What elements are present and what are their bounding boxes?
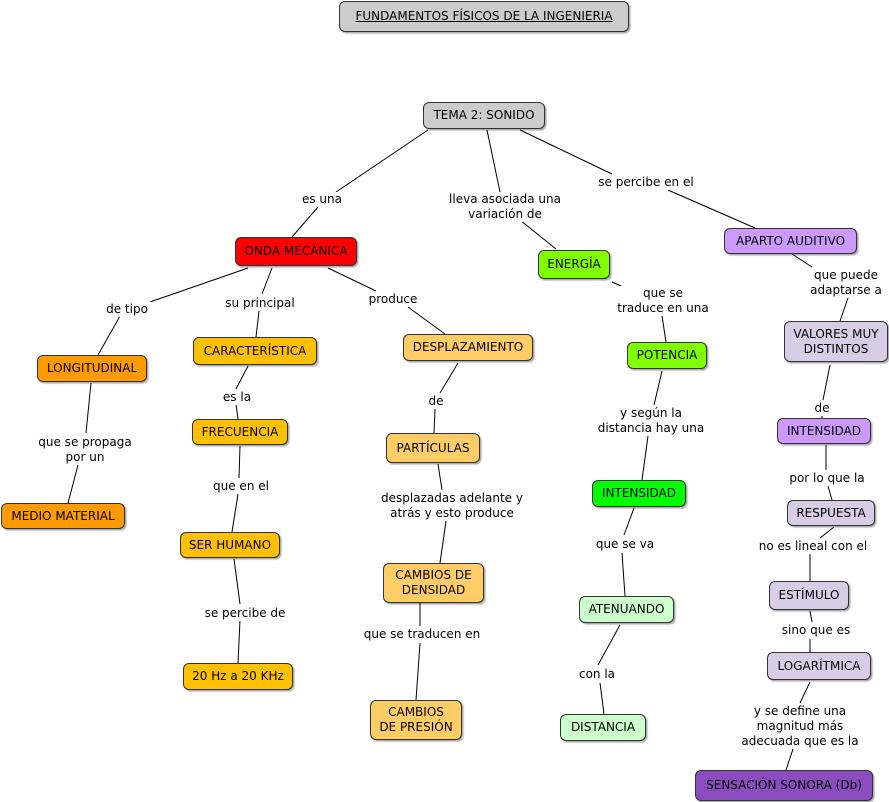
edge bbox=[822, 364, 831, 401]
edge bbox=[415, 642, 421, 701]
link-sino-que: sino que es bbox=[776, 623, 856, 638]
node-medio-material[interactable]: MEDIO MATERIAL bbox=[1, 503, 125, 529]
node-logaritmica[interactable]: LOGARÍTMICA bbox=[767, 652, 871, 680]
node-respuesta[interactable]: RESPUESTA bbox=[787, 500, 875, 526]
node-valores-distintos[interactable]: VALORES MUY DISTINTOS bbox=[784, 321, 888, 362]
link-y-segun: y según la distancia hay una bbox=[590, 406, 712, 436]
edge bbox=[827, 485, 833, 501]
link-que-se-traduce: que se traduce en una bbox=[611, 286, 715, 316]
link-que-se-va: que se va bbox=[589, 537, 661, 552]
link-que-en-el: que en el bbox=[206, 479, 276, 494]
edge bbox=[237, 619, 241, 664]
edge bbox=[661, 315, 667, 343]
link-de-tipo: de tipo bbox=[101, 302, 153, 317]
edge bbox=[235, 365, 249, 390]
concept-map-title: FUNDAMENTOS FÍSICOS DE LA INGENIERIA bbox=[339, 1, 629, 32]
edge bbox=[85, 382, 92, 434]
edge bbox=[439, 520, 447, 564]
link-desplazadas: desplazadas adelante y atrás y esto prod… bbox=[374, 491, 530, 521]
edge bbox=[623, 507, 635, 536]
link-que-se-propaga: que se propaga por un bbox=[30, 435, 140, 465]
edge bbox=[439, 362, 459, 394]
edge bbox=[839, 297, 849, 322]
edge bbox=[809, 610, 813, 623]
node-frecuencia[interactable]: FRECUENCIA bbox=[192, 419, 288, 445]
edge bbox=[261, 267, 273, 295]
edge bbox=[255, 310, 260, 338]
node-caracteristica[interactable]: CARACTERÍSTICA bbox=[193, 337, 317, 365]
edge bbox=[335, 129, 429, 193]
node-cambios-presion[interactable]: CAMBIOS DE PRESIÓN bbox=[370, 700, 462, 740]
edge bbox=[597, 624, 621, 666]
edge bbox=[791, 253, 813, 268]
node-desplazamiento[interactable]: DESPLAZAMIENTO bbox=[403, 334, 533, 361]
node-particulas[interactable]: PARTÍCULAS bbox=[386, 433, 480, 463]
edge bbox=[327, 267, 377, 292]
node-cambios-densidad[interactable]: CAMBIOS DE DENSIDAD bbox=[383, 563, 484, 603]
node-estimulo[interactable]: ESTÍMULO bbox=[769, 581, 849, 610]
link-con-la: con la bbox=[573, 667, 621, 682]
edge bbox=[433, 408, 436, 434]
edge bbox=[519, 219, 557, 250]
link-no-es-lineal: no es lineal con el bbox=[752, 539, 874, 554]
edge bbox=[67, 464, 79, 504]
edge bbox=[599, 682, 605, 715]
edge bbox=[653, 370, 663, 406]
edge bbox=[97, 315, 121, 356]
node-tema-sonido[interactable]: TEMA 2: SONIDO bbox=[423, 102, 545, 129]
link-de-particulas: de bbox=[423, 394, 449, 409]
link-por-lo-que: por lo que la bbox=[783, 471, 871, 486]
edge bbox=[621, 552, 626, 597]
link-su-principal: su principal bbox=[219, 296, 301, 311]
edge bbox=[437, 463, 443, 491]
edge bbox=[819, 526, 835, 539]
edge bbox=[785, 748, 794, 771]
node-longitudinal[interactable]: LONGITUDINAL bbox=[37, 355, 147, 382]
link-y-se-define: y se define una magnitud más adecuada qu… bbox=[736, 704, 864, 749]
edge bbox=[231, 493, 239, 533]
node-potencia[interactable]: POTENCIA bbox=[627, 342, 707, 369]
edge bbox=[235, 403, 239, 420]
edge bbox=[149, 267, 249, 303]
edge bbox=[291, 206, 319, 238]
node-ser-humano[interactable]: SER HUMANO bbox=[180, 532, 280, 558]
edge bbox=[667, 189, 756, 229]
node-aparato-auditivo[interactable]: APARTO AUDITIVO bbox=[724, 228, 857, 254]
node-sensacion-sonora[interactable]: SENSACIÓN SONORA (Db) bbox=[695, 770, 873, 801]
node-intensidad-verde[interactable]: INTENSIDAD bbox=[592, 480, 686, 507]
edge bbox=[799, 681, 811, 704]
link-que-se-traducen: que se traducen en bbox=[357, 627, 487, 642]
node-onda-mecanica[interactable]: ONDA MECÁNICA bbox=[235, 237, 357, 266]
edge bbox=[486, 129, 501, 193]
node-intensidad-violeta[interactable]: INTENSIDAD bbox=[777, 418, 871, 444]
node-atenuando[interactable]: ATENUANDO bbox=[579, 596, 674, 623]
node-rango-frecuencia[interactable]: 20 Hz a 20 KHz bbox=[183, 663, 293, 690]
link-es-la: es la bbox=[216, 390, 258, 405]
link-es-una: es una bbox=[297, 192, 347, 207]
link-que-puede: que puede adaptarse a bbox=[804, 268, 888, 298]
link-lleva-asociada: lleva asociada una variación de bbox=[443, 192, 567, 222]
edge bbox=[641, 435, 649, 481]
link-de-intensidad: de bbox=[809, 401, 835, 416]
node-energia[interactable]: ENERGÍA bbox=[538, 250, 610, 279]
node-distancia[interactable]: DISTANCIA bbox=[560, 714, 646, 741]
link-se-percibe-de: se percibe de bbox=[198, 606, 292, 621]
edge bbox=[233, 558, 241, 605]
edge bbox=[407, 306, 446, 335]
link-produce: produce bbox=[363, 292, 423, 307]
edge bbox=[238, 445, 241, 479]
link-se-percibe-en-el: se percibe en el bbox=[592, 175, 700, 190]
edge bbox=[519, 129, 613, 175]
